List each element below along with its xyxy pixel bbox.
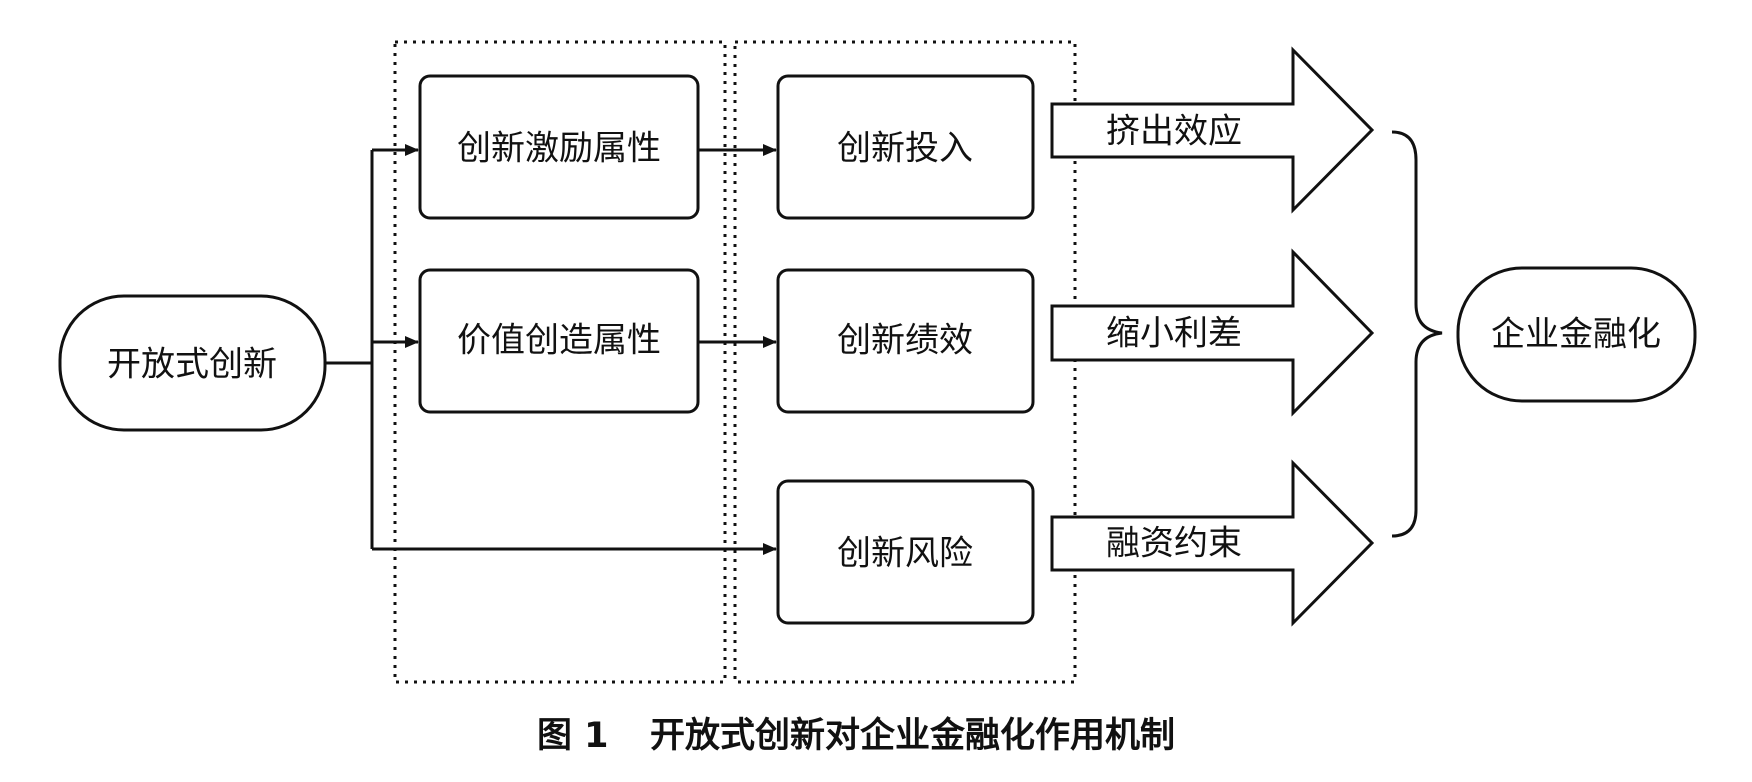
target-label: 企业金融化 (1491, 315, 1661, 355)
caption-title: 开放式创新对企业金融化作用机制 (650, 715, 1175, 756)
effect-arrow-financing-constraint: 融资约束 (1050, 459, 1375, 627)
source-node: 开放式创新 (58, 294, 327, 432)
channel-group-frame (733, 40, 1077, 684)
channel-label: 创新风险 (837, 534, 973, 574)
attribute-label: 创新激励属性 (457, 129, 661, 169)
effect-arrow-crowding-out: 挤出效应 (1050, 46, 1375, 214)
figure-caption: 图 1 开放式创新对企业金融化作用机制 (537, 715, 1175, 756)
effect-arrow-narrow-spread: 缩小利差 (1050, 248, 1375, 417)
connectors (325, 144, 777, 555)
effect-label: 缩小利差 (1106, 314, 1242, 354)
curly-brace (1391, 130, 1443, 538)
attribute-node-value: 价值创造属性 (418, 268, 700, 414)
channel-node-performance: 创新绩效 (776, 268, 1035, 414)
attribute-node-incentive: 创新激励属性 (418, 74, 700, 220)
caption-figure-number: 图 1 (537, 716, 609, 756)
channel-label: 创新绩效 (837, 321, 973, 361)
channel-node-input: 创新投入 (776, 74, 1035, 220)
attribute-group-frame (393, 40, 727, 684)
attribute-label: 价值创造属性 (457, 321, 661, 361)
channel-node-risk: 创新风险 (776, 479, 1035, 625)
effect-label: 挤出效应 (1106, 112, 1242, 152)
effect-label: 融资约束 (1106, 524, 1242, 564)
channel-label: 创新投入 (837, 129, 973, 169)
source-label: 开放式创新 (107, 345, 277, 385)
target-node: 企业金融化 (1456, 266, 1697, 403)
